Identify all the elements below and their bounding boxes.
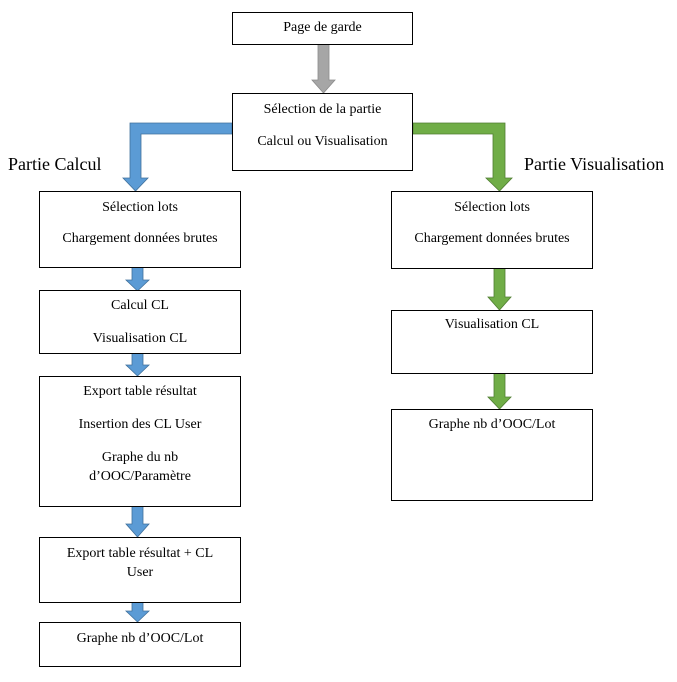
grey-down-arrow <box>311 43 336 94</box>
selection-partie-box: Sélection de la partie Calcul ou Visuali… <box>232 93 413 171</box>
visualisation-step-cl-box: Visualisation CL <box>391 310 593 374</box>
calcul-step4-line1: Export table résultat + CL <box>66 546 214 561</box>
calcul-step3-line2: Insertion des CL User <box>78 417 202 432</box>
green-down-arrow <box>487 267 512 311</box>
calcul-step2-line2: Visualisation CL <box>92 331 188 346</box>
visualisation-step-selection-box: Sélection lots Chargement données brutes <box>391 191 593 269</box>
calcul-step-cl-box: Calcul CL Visualisation CL <box>39 290 241 354</box>
partie-visualisation-heading: Partie Visualisation <box>524 154 665 174</box>
visualisation-step3-line1: Graphe nb d’OOC/Lot <box>428 417 556 432</box>
calcul-step3-line3: Graphe du nb <box>101 450 179 465</box>
green-down-arrow <box>487 372 512 410</box>
calcul-step1-line2: Chargement données brutes <box>62 231 218 246</box>
calcul-step-selection-box: Sélection lots Chargement données brutes <box>39 191 241 268</box>
calcul-step-export-box: Export table résultat Insertion des CL U… <box>39 376 241 507</box>
calcul-step5-line1: Graphe nb d’OOC/Lot <box>76 631 204 646</box>
selection-line2: Calcul ou Visualisation <box>257 134 388 149</box>
visualisation-step-graphe-box: Graphe nb d’OOC/Lot <box>391 409 593 501</box>
green-elbow-arrow <box>412 122 513 192</box>
visualisation-step2-line1: Visualisation CL <box>444 317 540 332</box>
partie-calcul-heading: Partie Calcul <box>8 154 102 174</box>
blue-elbow-arrow <box>122 122 233 192</box>
page-de-garde-label: Page de garde <box>283 20 362 35</box>
blue-down-arrow <box>125 505 150 538</box>
visualisation-step1-line2: Chargement données brutes <box>414 231 570 246</box>
page-de-garde-box: Page de garde <box>232 12 413 45</box>
blue-down-arrow <box>125 352 150 377</box>
calcul-step-graphe-box: Graphe nb d’OOC/Lot <box>39 622 241 667</box>
calcul-step3-line4: d’OOC/Paramètre <box>89 469 191 484</box>
blue-down-arrow <box>125 601 150 623</box>
blue-down-arrow <box>125 266 150 292</box>
calcul-step3-line1: Export table résultat <box>83 384 197 399</box>
calcul-step1-line1: Sélection lots <box>102 200 178 215</box>
selection-line1: Sélection de la partie <box>263 102 382 117</box>
calcul-step2-line1: Calcul CL <box>111 298 169 313</box>
visualisation-step1-line1: Sélection lots <box>454 200 530 215</box>
calcul-step4-line2: User <box>126 565 154 580</box>
calcul-step-export-cl-box: Export table résultat + CL User <box>39 537 241 603</box>
